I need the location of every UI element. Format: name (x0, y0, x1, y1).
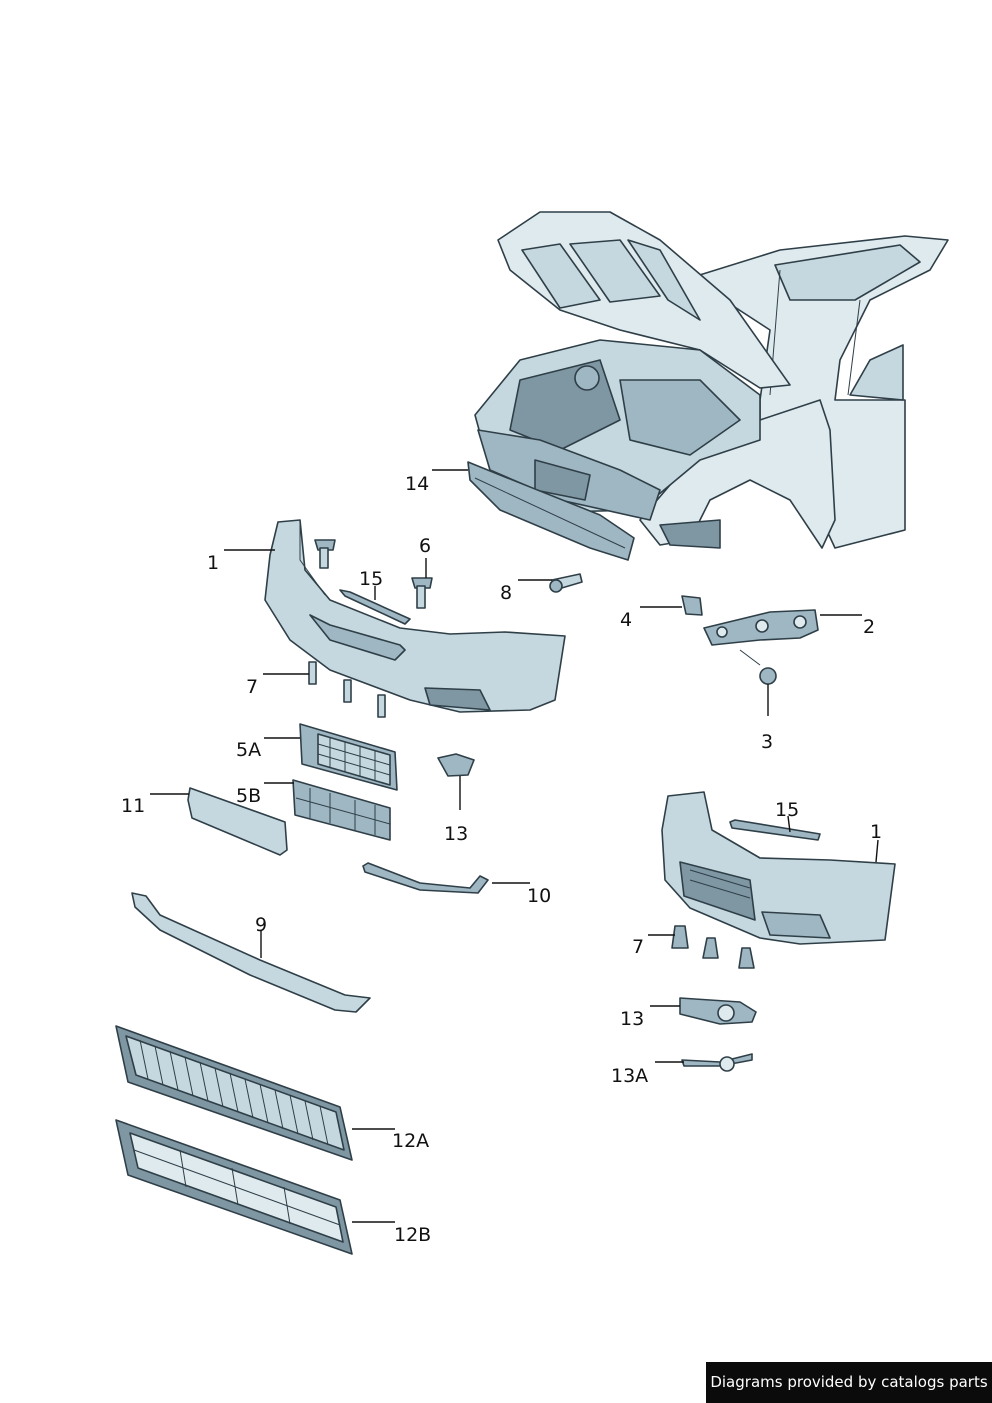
callout-10: 10 (527, 885, 551, 907)
front-bumper-cover-alt (661, 791, 896, 945)
callout-12a: 12A (392, 1130, 429, 1152)
plate-11 (187, 787, 288, 856)
callout-6: 6 (419, 535, 431, 557)
grille-5a (299, 723, 398, 791)
trim-strip-alt (729, 819, 821, 841)
callout-13: 13 (444, 823, 468, 845)
credit-banner: Diagrams provided by catalogs parts (706, 1362, 992, 1403)
bolt-8 (549, 573, 583, 593)
bolt-6 (314, 539, 433, 609)
callout-1: 1 (207, 552, 219, 574)
car-body-illustration (467, 211, 949, 561)
callout-13-alt: 13 (620, 1008, 644, 1030)
grille-12a (115, 1025, 353, 1161)
callout-5b: 5B (236, 785, 261, 807)
callout-8: 8 (500, 582, 512, 604)
fog-cover-13 (679, 997, 757, 1025)
screws-7 (308, 661, 386, 718)
fog-trim-13a (681, 1053, 753, 1072)
cover-13 (437, 753, 475, 777)
bumper-bracket (681, 595, 819, 685)
callout-2: 2 (863, 616, 875, 638)
lower-strip-9 (131, 892, 371, 1013)
callout-13a: 13A (611, 1065, 648, 1087)
clips-7-alt (671, 925, 755, 969)
callout-7: 7 (246, 676, 258, 698)
front-bumper-cover (264, 519, 566, 713)
grille-5b (292, 779, 391, 841)
trim-strip (339, 589, 411, 625)
callout-4: 4 (620, 609, 632, 631)
callout-3: 3 (761, 731, 773, 753)
callout-15-alt: 15 (775, 799, 799, 821)
callout-12b: 12B (394, 1224, 431, 1246)
callout-1-alt: 1 (870, 821, 882, 843)
callout-9: 9 (255, 914, 267, 936)
leader-lines (150, 469, 879, 1223)
callout-11: 11 (121, 795, 145, 817)
trim-strip-10 (362, 862, 489, 894)
callout-7-alt: 7 (632, 936, 644, 958)
callout-5a: 5A (236, 739, 261, 761)
callout-14: 14 (405, 473, 429, 495)
grille-12b (115, 1119, 353, 1255)
callout-15: 15 (359, 568, 383, 590)
